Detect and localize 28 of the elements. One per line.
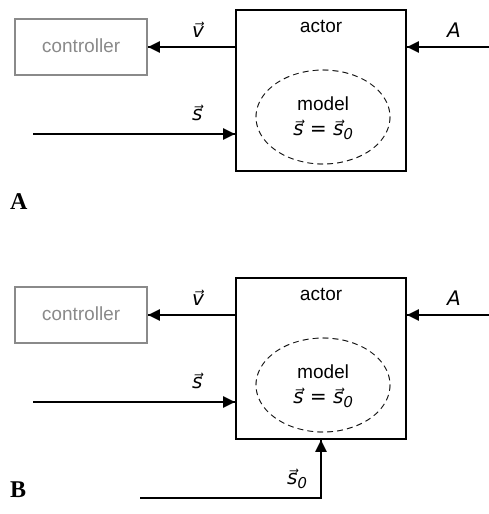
actor-box: [235, 277, 407, 440]
controller-box: [14, 286, 148, 344]
arrow: [140, 440, 327, 499]
edge-label: v⃗: [192, 288, 204, 308]
edge-label: s⃗: [192, 103, 202, 123]
equation: s⃗ = s⃗$_{0}$: [293, 116, 353, 142]
panel-letter: A: [10, 190, 28, 214]
actor-box: [235, 9, 407, 172]
edge-label: v⃗: [192, 20, 204, 40]
panel-letter: B: [10, 478, 26, 502]
node-title: controller: [42, 35, 120, 59]
node-title: actor: [300, 283, 342, 307]
edge-label: A: [447, 288, 461, 308]
arrow: [33, 396, 235, 408]
edge-label: A: [447, 20, 461, 40]
arrow: [407, 41, 489, 53]
node-title: actor: [300, 15, 342, 39]
equation: s⃗ = s⃗$_{0}$: [293, 384, 353, 410]
arrow: [148, 41, 235, 53]
arrow: [148, 309, 235, 321]
node-title: model: [297, 92, 349, 116]
node-title: controller: [42, 303, 120, 327]
node-title: model: [297, 360, 349, 384]
arrow: [407, 309, 489, 321]
arrow: [33, 128, 235, 140]
edge-label: s⃗$_{0}$: [287, 467, 307, 487]
controller-box: [14, 18, 148, 76]
edge-label: s⃗: [192, 371, 202, 391]
